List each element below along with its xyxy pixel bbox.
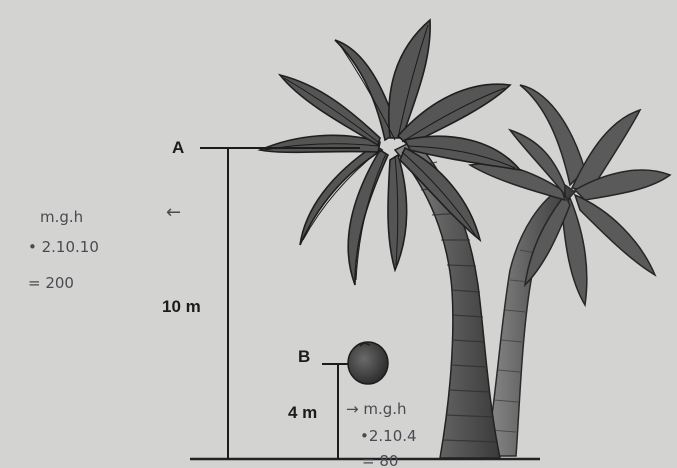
coconut-stem [359, 342, 371, 347]
label-point-b: B [298, 347, 310, 366]
note-left-substitution: • 2.10.10 [28, 238, 99, 256]
palm-tree-front [257, 18, 522, 459]
frond-veins [263, 24, 516, 281]
note-right-substitution: •2.10.4 [360, 427, 417, 445]
coconut [347, 341, 389, 385]
palm-tree-back [467, 84, 672, 457]
note-left-arrow: ← [166, 202, 181, 223]
note-right-formula: → m.g.h [346, 400, 407, 418]
label-height-4m: 4 m [288, 403, 317, 422]
label-point-a: A [172, 138, 184, 157]
note-left-formula: m.g.h [40, 208, 83, 226]
label-height-10m: 10 m [162, 297, 201, 316]
note-left-result: = 200 [28, 274, 74, 292]
palm-fronds-back [467, 84, 672, 308]
palm-fronds-front [257, 18, 522, 286]
note-right-result: = 80 [362, 452, 398, 468]
palm-trunk-back [485, 184, 577, 457]
